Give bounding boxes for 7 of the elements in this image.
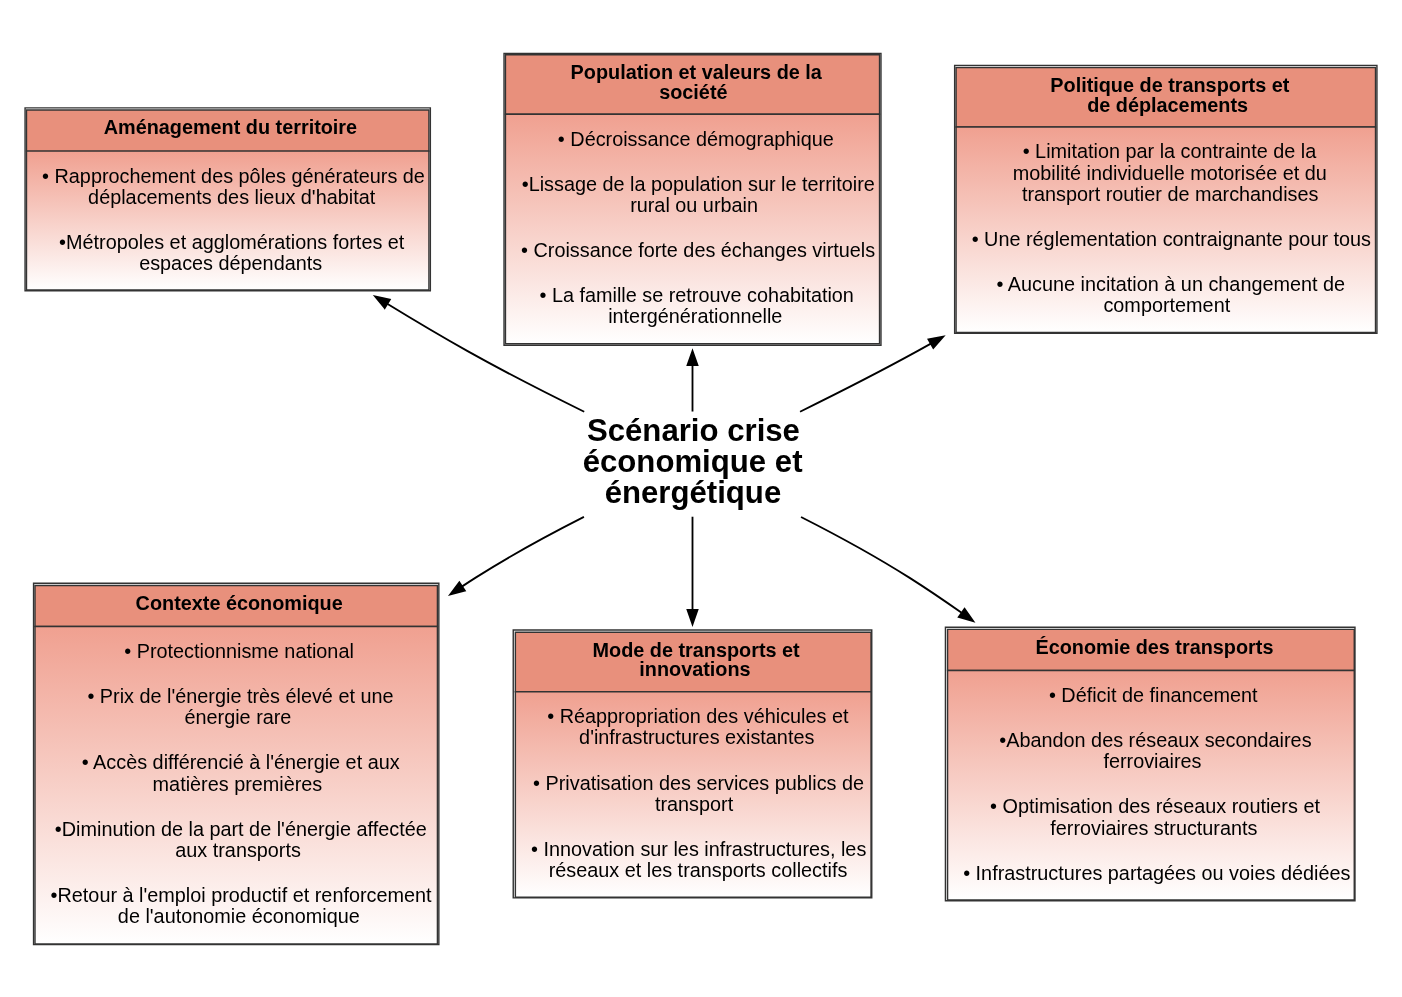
node-text: Scénario crise économique et énergétique [582,412,803,510]
arrow [800,515,976,623]
arrow [447,515,585,596]
arrow [372,294,586,413]
arrow [686,515,699,627]
arrow [799,334,946,413]
arrow [686,347,699,412]
